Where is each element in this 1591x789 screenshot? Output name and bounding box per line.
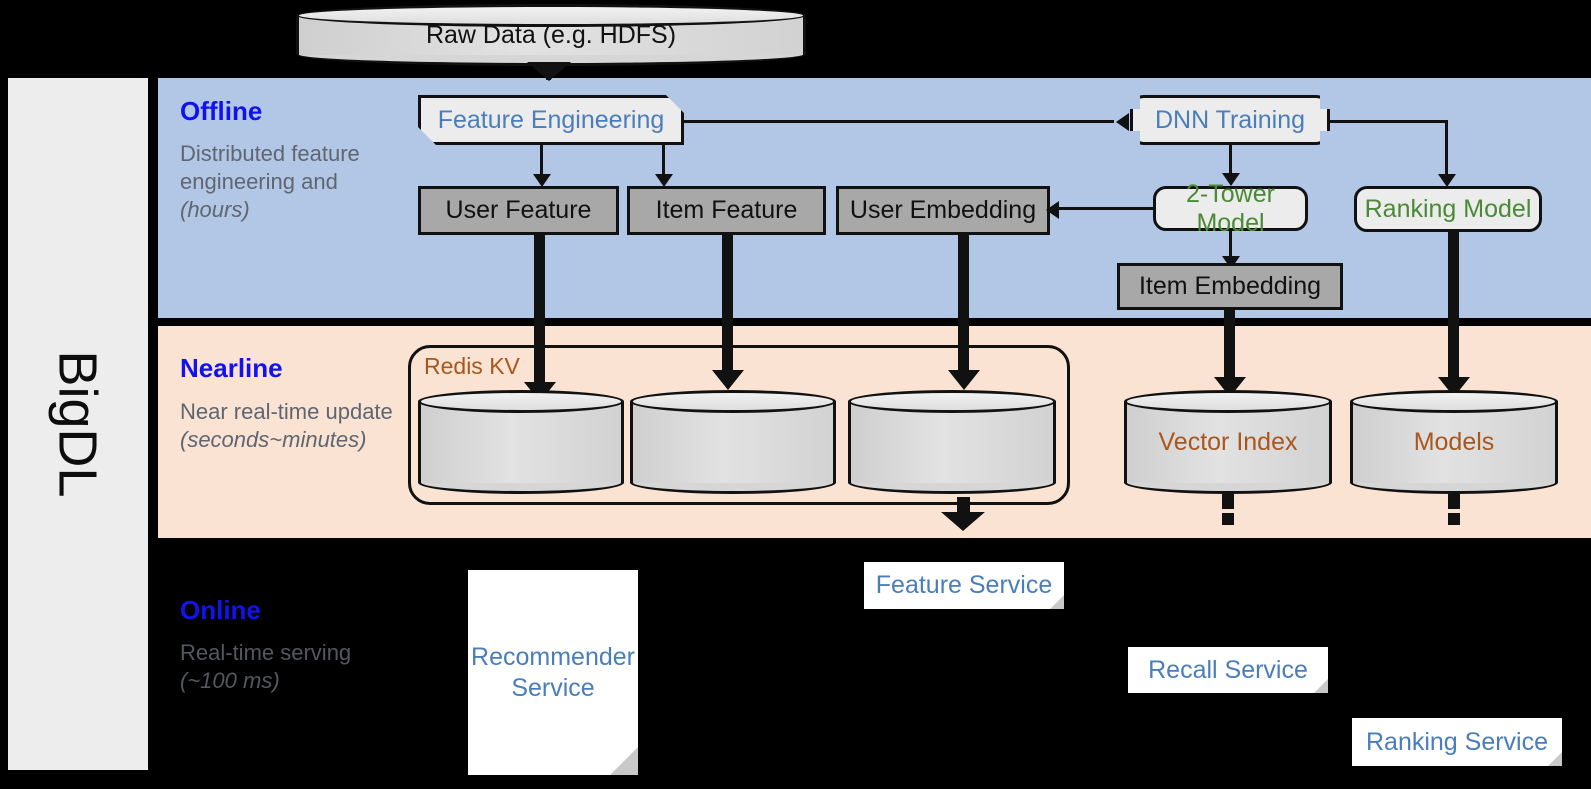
offline-subtitle: Distributed feature engineering and (hou…: [180, 141, 360, 223]
recommender-service-label: Recommender Service: [471, 643, 635, 702]
recall-service-label: Recall Service: [1148, 655, 1308, 684]
user-embedding-node[interactable]: User Embedding: [836, 186, 1050, 235]
cylinder-body: [848, 401, 1056, 483]
cylinder-top: [296, 4, 806, 27]
page-fold-icon: [1050, 595, 1064, 609]
cylinder-top: [630, 390, 836, 413]
user-embedding-label: User Embedding: [849, 196, 1037, 224]
recommender-service-node[interactable]: Recommender Service: [468, 570, 638, 775]
models-cylinder[interactable]: Models: [1350, 390, 1558, 494]
cylinder-body: [630, 401, 836, 483]
pipe-itemfeature-store: [722, 234, 733, 381]
arrowhead-fe-itemfeature: [655, 174, 673, 187]
two-tower-model-node[interactable]: 2-Tower Model: [1153, 180, 1308, 237]
online-title: Online: [180, 595, 261, 625]
arrowhead-rawdata-fe: [527, 62, 571, 81]
raw-data-label: Raw Data (e.g. HDFS): [425, 20, 677, 49]
offline-title: Offline: [180, 96, 263, 126]
cylinder-top: [1350, 390, 1558, 413]
models-label: Models: [1413, 427, 1495, 456]
pipe-rankingmodel-models: [1448, 230, 1459, 388]
vector-index-cylinder[interactable]: Vector Index: [1124, 390, 1332, 494]
feature-engineering-node[interactable]: Feature Engineering: [418, 95, 684, 145]
online-subtitle: Real-time serving (~100 ms): [180, 640, 352, 694]
cylinder-body: [1124, 401, 1332, 483]
item-feature-label: Item Feature: [655, 196, 798, 224]
connector-store-featureservice: [957, 497, 970, 514]
ranking-model-node[interactable]: Ranking Model: [1354, 186, 1542, 232]
bigdl-side-rail: BigDL: [8, 78, 148, 770]
ranking-service-label: Ranking Service: [1365, 727, 1549, 756]
arrowhead-dnn-twotower: [1222, 173, 1240, 186]
raw-data-cylinder: Raw Data (e.g. HDFS): [296, 4, 806, 66]
item-embedding-label: Item Embedding: [1138, 272, 1322, 300]
user-feature-store-cylinder[interactable]: [418, 390, 624, 494]
cylinder-top: [1124, 390, 1332, 413]
user-embedding-store-cylinder[interactable]: [848, 390, 1056, 494]
arrowhead-store-featureservice: [941, 512, 985, 531]
connector-dnn-rankingmodel-h: [1330, 120, 1448, 123]
connector-twotower-userembedding: [1055, 207, 1155, 210]
pipe-userfeature-store: [534, 234, 545, 394]
offline-band: Offline Distributed feature engineering …: [158, 78, 1591, 318]
connector-fe-itemfeature: [662, 145, 665, 177]
item-embedding-node[interactable]: Item Embedding: [1117, 263, 1343, 310]
two-tower-model-label: 2-Tower Model: [1186, 179, 1275, 237]
user-feature-label: User Feature: [445, 196, 592, 224]
nearline-subtitle: Near real-time update (seconds~minutes): [180, 399, 393, 453]
arrowhead-fe-dnn: [1116, 113, 1129, 131]
connector-twotower-itemembedding: [1229, 231, 1232, 259]
cylinder-top: [418, 390, 624, 413]
dnn-training-label: DNN Training: [1154, 105, 1306, 134]
redis-kv-label: Redis KV: [424, 353, 520, 379]
vector-index-label: Vector Index: [1158, 427, 1298, 456]
connector-fe-userfeature: [540, 145, 543, 177]
user-embedding-store-label: [848, 390, 1056, 494]
marker-models-ranking: [1448, 513, 1460, 525]
cylinder-body: [1350, 401, 1558, 483]
arrowhead-twotower-userembedding: [1046, 201, 1059, 219]
recall-service-node[interactable]: Recall Service: [1128, 647, 1328, 693]
arrowhead-itemfeature-store: [712, 370, 744, 390]
item-feature-store-label: [630, 390, 836, 494]
arrowhead-dnn-rankingmodel: [1438, 174, 1456, 187]
connector-vectorindex-recall: [1222, 494, 1234, 509]
redis-kv-container: [408, 345, 1070, 505]
connector-fe-dnn: [684, 120, 1114, 123]
nearline-title: Nearline: [180, 353, 283, 383]
arrowhead-userembedding-store: [948, 370, 980, 390]
connector-dnn-rankingmodel-v: [1445, 120, 1448, 176]
pipe-userembedding-store: [958, 234, 969, 381]
page-fold-icon: [610, 747, 638, 775]
bigdl-label: BigDL: [48, 350, 109, 498]
feature-engineering-label: Feature Engineering: [437, 105, 665, 134]
user-feature-node[interactable]: User Feature: [418, 186, 619, 235]
connector-dnn-twotower: [1229, 145, 1232, 175]
connector-models-ranking: [1448, 494, 1460, 509]
item-feature-store-cylinder[interactable]: [630, 390, 836, 494]
arrowhead-fe-userfeature: [533, 174, 551, 187]
ranking-service-node[interactable]: Ranking Service: [1352, 718, 1562, 766]
feature-service-node[interactable]: Feature Service: [864, 562, 1064, 609]
ranking-model-label: Ranking Model: [1364, 194, 1532, 223]
user-feature-store-label: [418, 390, 624, 494]
feature-service-label: Feature Service: [875, 571, 1053, 600]
marker-vectorindex-recall: [1222, 513, 1234, 525]
page-fold-icon: [1314, 679, 1328, 693]
item-feature-node[interactable]: Item Feature: [627, 186, 826, 235]
pipe-itemembedding-vectorindex: [1224, 308, 1235, 388]
cylinder-top: [848, 390, 1056, 413]
dnn-training-node[interactable]: DNN Training: [1130, 95, 1330, 145]
cylinder-body: [418, 401, 624, 483]
page-fold-icon: [1548, 752, 1562, 766]
